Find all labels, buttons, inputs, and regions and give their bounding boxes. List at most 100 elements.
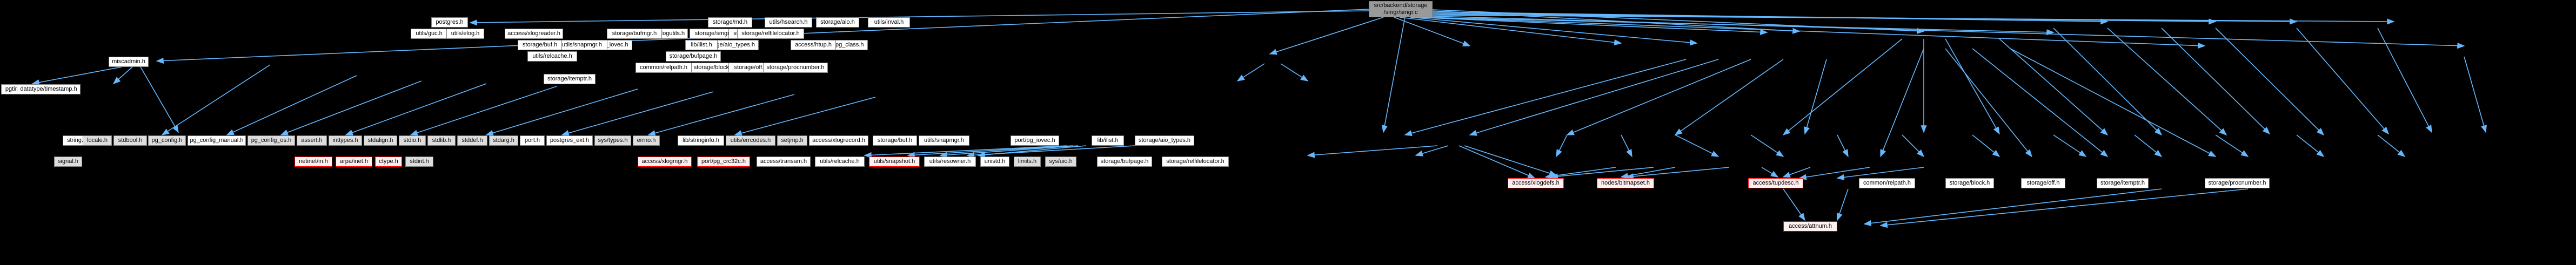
graph-node-postgres[interactable]: postgres.h: [431, 17, 468, 28]
graph-node-utils_elog[interactable]: utils/elog.h: [446, 29, 484, 39]
graph-node-label: stddef.h: [461, 137, 483, 144]
graph-node-pg_config_manual_h[interactable]: pg_config_manual.h: [188, 135, 246, 146]
graph-node-label: unistd.h: [984, 158, 1006, 165]
graph-node-access_xlogrecord_h[interactable]: access/xlogrecord.h: [809, 135, 868, 146]
graph-node-ctype_h[interactable]: ctype.h: [375, 157, 402, 167]
graph-node-storage_buf[interactable]: storage/buf.h: [518, 40, 562, 50]
graph-node-storage_off_h[interactable]: storage/off.h: [2021, 178, 2065, 188]
graph-node-access_transam_h[interactable]: access/transam.h: [757, 157, 811, 167]
graph-node-utils_snapmgr[interactable]: utils/snapmgr.h: [557, 40, 607, 50]
graph-node-label: src/backend/storage/smgr/smgr.c: [1374, 2, 1428, 16]
graph-node-pg_config_os_h[interactable]: pg_config_os.h: [247, 135, 295, 146]
graph-node-common_relpath[interactable]: common/relpath.h: [635, 63, 692, 73]
graph-node-label: utils/hsearch.h: [769, 18, 808, 25]
graph-node-label: pgtime.h: [3, 86, 30, 93]
graph-node-utils_snapshot_h[interactable]: utils/snapshot.h: [869, 157, 920, 167]
graph-node-access_xlogdefs_h[interactable]: access/xlogdefs.h: [1508, 178, 1564, 188]
graph-node-port_h[interactable]: port.h: [520, 135, 545, 146]
graph-node-label: locale.h: [87, 137, 108, 144]
graph-node-inttypes_h[interactable]: inttypes.h: [329, 135, 362, 146]
graph-node-storage_aio_types_h2[interactable]: storage/aio_types.h: [1135, 135, 1194, 146]
graph-node-storage_bufpage_h[interactable]: storage/bufpage.h: [1097, 157, 1152, 167]
graph-node-stddef_h[interactable]: stddef.h: [457, 135, 487, 146]
graph-node-label: utils/relcache.h: [532, 52, 572, 59]
graph-node-label: storage/off.h: [734, 64, 767, 71]
graph-node-lib_stringinfo_h[interactable]: lib/stringinfo.h: [678, 135, 724, 146]
graph-node-label: access/xlogmgr.h: [641, 158, 688, 165]
graph-node-label: utils/resowner.h: [929, 158, 971, 165]
graph-node-storage_itemptr[interactable]: storage/itemptr.h: [544, 74, 596, 84]
graph-node-assert_h[interactable]: assert.h: [297, 135, 327, 146]
graph-node-utils_hsearch[interactable]: utils/hsearch.h: [765, 17, 812, 28]
graph-node-label: storage/itemptr.h: [547, 75, 592, 82]
graph-node-locale_h[interactable]: locale.h: [83, 135, 112, 146]
graph-node-errno_h[interactable]: errno.h: [633, 135, 660, 146]
graph-node-lib_ilist_h2[interactable]: lib/ilist.h: [1092, 135, 1124, 146]
graph-node-utils_resowner_h[interactable]: utils/resowner.h: [924, 157, 976, 167]
graph-node-label: postgres.h: [436, 18, 464, 25]
graph-node-storage_procnumber_h[interactable]: storage/procnumber.h: [2205, 178, 2270, 188]
graph-node-label: storage/buf.h: [877, 137, 913, 144]
graph-node-access_htup[interactable]: access/htup.h: [791, 40, 836, 50]
graph-node-stdlib_h[interactable]: stdlib.h: [427, 135, 456, 146]
graph-node-label: netinet/in.h: [299, 158, 328, 165]
graph-node-sys_uio_h[interactable]: sys/uio.h: [1045, 157, 1076, 167]
graph-node-storage_itemptr_h[interactable]: storage/itemptr.h: [2097, 178, 2149, 188]
graph-node-stdarg_h[interactable]: stdarg.h: [489, 135, 518, 146]
graph-node-storage_md[interactable]: storage/md.h: [708, 17, 752, 28]
graph-node-label: access/tupdesc.h: [1752, 179, 1799, 186]
graph-node-stdint_h[interactable]: stdint.h: [405, 157, 433, 167]
graph-node-access_xlogreader[interactable]: access/xlogreader.h: [505, 29, 563, 39]
graph-node-miscadmin[interactable]: miscadmin.h: [109, 57, 149, 67]
graph-node-sys_types_h[interactable]: sys/types.h: [594, 135, 631, 146]
graph-node-storage_relfilelocator_h2[interactable]: storage/relfilelocator.h: [1162, 157, 1229, 167]
graph-node-label: access/htup.h: [795, 41, 832, 48]
graph-node-label: limits.h: [1018, 158, 1037, 165]
graph-node-utils_guc[interactable]: utils/guc.h: [411, 29, 447, 39]
graph-node-label: utils/guc.h: [416, 30, 443, 37]
graph-node-storage_buf_h2[interactable]: storage/buf.h: [873, 135, 917, 146]
graph-node-signal_h[interactable]: signal.h: [54, 157, 82, 167]
graph-node-utils_relcache[interactable]: utils/relcache.h: [527, 51, 577, 62]
graph-node-limits_h[interactable]: limits.h: [1014, 157, 1041, 167]
graph-node-stdbool_h[interactable]: stdbool.h: [113, 135, 147, 146]
graph-node-utils_relcache_h2[interactable]: utils/relcache.h: [815, 157, 865, 167]
graph-node-stdio_h[interactable]: stdio.h: [399, 135, 426, 146]
graph-node-label: storage/itemptr.h: [2100, 179, 2145, 186]
graph-node-storage_block_h[interactable]: storage/block.h: [1945, 178, 1994, 188]
graph-node-storage_page[interactable]: storage/bufpage.h: [666, 51, 721, 62]
graph-node-lib_ilist[interactable]: lib/ilist.h: [685, 40, 718, 50]
graph-node-netinet_in_h[interactable]: netinet/in.h: [295, 157, 332, 167]
graph-node-label: storage/procnumber.h: [2208, 179, 2266, 186]
graph-node-access_attnum_h[interactable]: access/attnum.h: [1783, 221, 1837, 232]
graph-node-storage_procnumber[interactable]: storage/procnumber.h: [763, 63, 828, 73]
graph-node-access_xlogmgr_h[interactable]: access/xlogmgr.h: [638, 157, 692, 167]
graph-node-unistd_h[interactable]: unistd.h: [980, 157, 1009, 167]
graph-node-port_pg_iovec_h2[interactable]: port/pg_iovec.h: [1011, 135, 1059, 146]
graph-node-storage_relfilelocator[interactable]: storage/relfilelocator.h: [737, 29, 804, 39]
graph-node-storage_aio[interactable]: storage/aio.h: [816, 17, 859, 28]
graph-node-label: assert.h: [301, 137, 323, 144]
graph-node-utils_snapmgr_h2[interactable]: utils/snapmgr.h: [919, 135, 969, 146]
graph-node-label: storage/relfilelocator.h: [1166, 158, 1225, 165]
graph-node-label: storage/bufmgr.h: [612, 30, 657, 37]
graph-node-storage_bufmgr[interactable]: storage/bufmgr.h: [607, 29, 662, 39]
graph-node-common_relpath_h2[interactable]: common/relpath.h: [1859, 178, 1915, 188]
graph-node-stdalign_h[interactable]: stdalign.h: [364, 135, 397, 146]
graph-node-label: stdarg.h: [493, 137, 514, 144]
graph-node-label: arpa/inet.h: [340, 158, 368, 165]
graph-node-setjmp_h[interactable]: setjmp.h: [777, 135, 807, 146]
graph-node-nodes_bitmapset_h[interactable]: nodes/bitmapset.h: [1597, 178, 1654, 188]
graph-node-utils_inval[interactable]: utils/inval.h: [868, 17, 910, 28]
graph-node-pg_config_h[interactable]: pg_config.h: [148, 135, 186, 146]
graph-node-arpa_inet_h[interactable]: arpa/inet.h: [336, 157, 372, 167]
graph-node-utils_errcodes_h[interactable]: utils/errcodes.h: [726, 135, 775, 146]
graph-node-postgres_ext_h[interactable]: postgres_ext.h: [546, 135, 593, 146]
graph-node-access_tupdesc_h[interactable]: access/tupdesc.h: [1748, 178, 1803, 188]
graph-node-port_pg_crc32c_h[interactable]: port/pg_crc32c.h: [697, 157, 750, 167]
graph-node-label: lib/stringinfo.h: [683, 137, 719, 144]
graph-node-root[interactable]: src/backend/storage/smgr/smgr.c: [1369, 1, 1433, 17]
graph-node-label: utils/inval.h: [874, 18, 904, 25]
graph-node-label: storage/buf.h: [522, 41, 558, 48]
graph-node-datatype_timestamp[interactable]: datatype/timestamp.h: [17, 84, 81, 94]
